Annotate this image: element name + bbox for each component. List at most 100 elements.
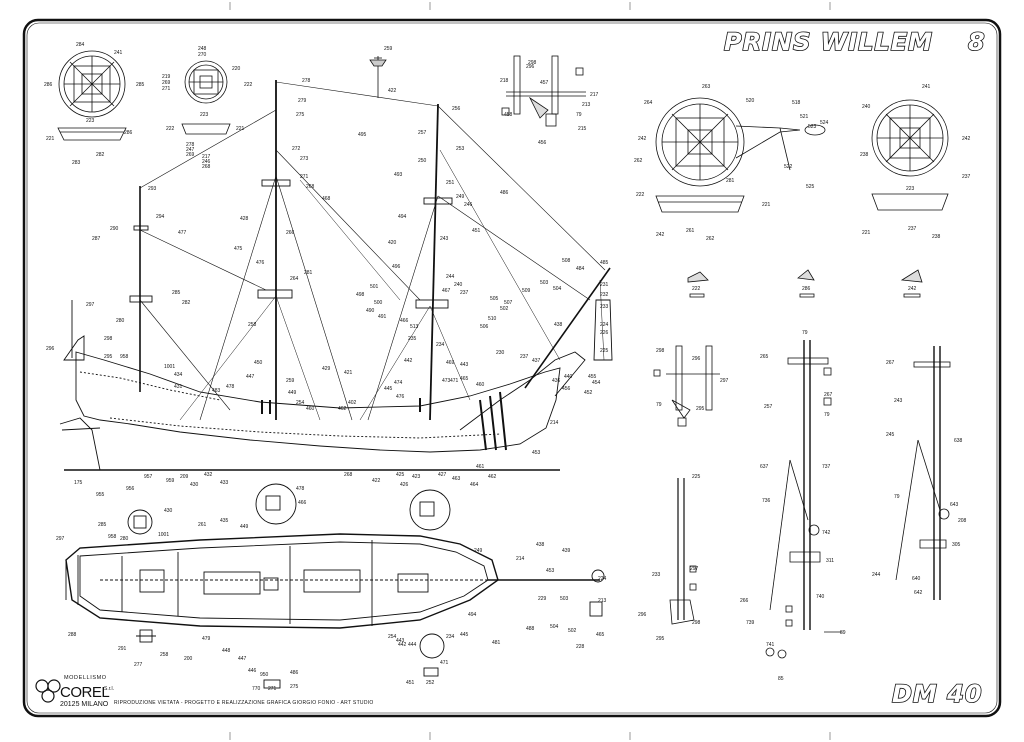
callout: 958 (120, 354, 129, 360)
callout: 263 (702, 84, 711, 90)
callout: 221 (46, 136, 55, 142)
callout: 244 (872, 572, 881, 578)
callout: 473 (442, 378, 451, 384)
callout: 233 (600, 304, 609, 310)
callout: 215 (578, 126, 587, 132)
callout: 234 (446, 634, 455, 640)
callout: 481 (492, 640, 501, 646)
deck-plan-view (65, 483, 605, 689)
callout: 298 (528, 60, 537, 66)
callout: 426 (400, 482, 409, 488)
callout: 296 (46, 346, 55, 352)
callout: 1001 (158, 532, 169, 538)
callout: 476 (396, 394, 405, 400)
callout: 955 (96, 492, 105, 498)
callout: 437 (532, 358, 541, 364)
callout: 271 (300, 174, 309, 180)
callout: 226 (600, 330, 609, 336)
callout: 490 (366, 308, 375, 314)
callout: 285 (98, 522, 107, 528)
callout: 445 (384, 386, 393, 392)
callout: 249 (474, 548, 483, 554)
callout: 266 (740, 598, 749, 604)
callout: 524 (820, 120, 829, 126)
callout: 267 (886, 360, 895, 366)
callout: 637 (760, 464, 769, 470)
fighting-top-right-b (871, 99, 949, 211)
callout: 461 (476, 464, 485, 470)
callout: 89 (840, 630, 846, 636)
callout: 234 (436, 342, 445, 348)
callout: 445 (460, 632, 469, 638)
callout: 283 (72, 160, 81, 166)
callout: 298 (692, 620, 701, 626)
callout: 523 (808, 124, 817, 130)
callout: 438 (536, 542, 545, 548)
callout: 242 (656, 232, 665, 238)
callout: 436 (552, 378, 561, 384)
callout: 268 (344, 472, 353, 478)
callout: 471 (450, 378, 459, 384)
callout: 504 (550, 624, 559, 630)
callout: 79 (894, 494, 900, 500)
callout: 474 (394, 380, 403, 386)
callout: 246 (464, 202, 473, 208)
sheet-title: PRINS WILLEM 8 (723, 27, 985, 57)
callout: 275 (296, 112, 305, 118)
callout: 217 (590, 92, 599, 98)
callout: 79 (802, 330, 808, 336)
callout: 471 (440, 660, 449, 666)
callout: 442 (398, 642, 407, 648)
callout: 507 (504, 300, 513, 306)
callout: 294 (156, 214, 165, 220)
callout: 251 (446, 180, 455, 186)
callout: 500 (374, 300, 383, 306)
callout: 277 (134, 662, 143, 668)
callout: 466 (298, 500, 307, 506)
inner-frame (26, 22, 998, 714)
callout: 739 (746, 620, 755, 626)
callout: 286 (44, 82, 53, 88)
callout: 237 (520, 354, 529, 360)
callout: 281 (304, 270, 313, 276)
callout: 505 (490, 296, 499, 302)
callout: 488 (526, 626, 535, 632)
callout: 242 (962, 136, 971, 142)
callout: 278 (186, 142, 195, 148)
callout: 443 (396, 638, 405, 644)
callout: 240 (454, 282, 463, 288)
brand-city: 20125 MILANO (60, 701, 109, 708)
callout: 525 (806, 184, 815, 190)
callout: 293 (148, 186, 157, 192)
callout: 770 (252, 686, 261, 692)
callout: 462 (338, 406, 347, 412)
mast-details-right (653, 340, 951, 659)
callout: 241 (922, 84, 931, 90)
callout: 238 (932, 234, 941, 240)
callout: 958 (108, 534, 117, 540)
callout: 741 (766, 642, 775, 648)
callout: 285 (136, 82, 145, 88)
callout: 453 (532, 450, 541, 456)
callout: 736 (762, 498, 771, 504)
callout: 434 (174, 372, 183, 378)
callout: 462 (488, 474, 497, 480)
callout: 484 (576, 266, 585, 272)
callout: 295 (696, 406, 705, 412)
callout: 438 (554, 322, 563, 328)
callout: 950 (260, 672, 269, 678)
callout: 431 (174, 384, 183, 390)
callout: 242 (638, 136, 647, 142)
callout: 269 (186, 152, 195, 158)
callout: 494 (468, 612, 477, 618)
callout: 430 (164, 508, 173, 514)
callout: 268 (202, 164, 211, 170)
callout: 267 (824, 392, 833, 398)
callout: 439 (562, 548, 571, 554)
brand-suffix: S.r.l. (104, 686, 114, 692)
callout: 79 (824, 412, 830, 418)
callout: 510 (488, 316, 497, 322)
callout: 460 (306, 406, 315, 412)
callout: 264 (644, 100, 653, 106)
callout: 428 (240, 216, 249, 222)
